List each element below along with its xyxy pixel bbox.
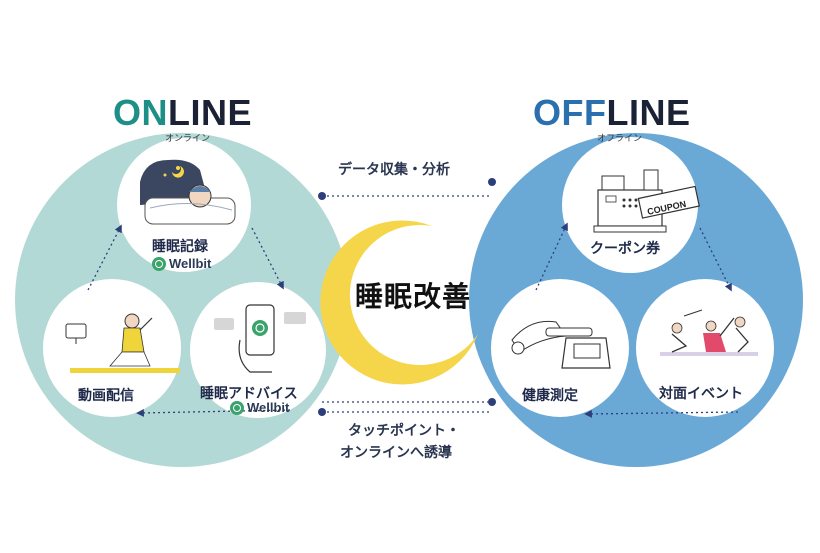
arrow-video-to-record xyxy=(87,224,122,291)
arrow-record-to-advice xyxy=(251,227,284,290)
wellbit-logo-bottom: Wellbit xyxy=(230,400,289,415)
bottom-link-label-2: オンラインへ誘導 xyxy=(340,445,452,461)
event-label: 対面イベント xyxy=(659,386,743,402)
offline-title-line: LINE xyxy=(606,92,691,133)
offline-subtitle: オフライン xyxy=(597,134,643,144)
arrow-event-to-health xyxy=(584,410,739,418)
group-yoga-event-icon xyxy=(660,309,758,356)
register-coupon-icon xyxy=(593,169,700,233)
online-title: ONLINE xyxy=(113,92,252,134)
wellbit-logo-text: Wellbit xyxy=(169,256,212,271)
online-subtitle: オンライン xyxy=(165,134,211,144)
health-label: 健康測定 xyxy=(522,388,578,404)
coupon-label: クーポン券 xyxy=(590,241,660,257)
wellbit-mark-icon xyxy=(152,256,166,271)
bottom-link-label-1: タッチポイント・ xyxy=(348,423,460,439)
offline-title: OFFLINE xyxy=(533,92,691,134)
bottom-connector xyxy=(318,398,496,416)
wellbit-logo-text: Wellbit xyxy=(247,400,290,415)
offline-title-off: OFF xyxy=(533,92,607,133)
advice-label: 睡眠アドバイス xyxy=(200,386,298,402)
arrow-health-to-coupon xyxy=(535,222,568,291)
video-node xyxy=(43,279,181,417)
smartphone-advice-icon xyxy=(214,304,306,373)
top-connector xyxy=(318,178,496,200)
crescent-moon-icon xyxy=(320,220,478,385)
center-title: 睡眠改善 xyxy=(355,280,472,313)
online-title-line: LINE xyxy=(168,92,253,133)
yoga-video-icon xyxy=(65,313,180,373)
wellbit-logo-top: Wellbit xyxy=(152,256,211,271)
arrow-advice-to-video xyxy=(136,409,291,417)
wellbit-mark-icon xyxy=(230,400,244,415)
sleeping-person-icon xyxy=(140,159,236,225)
video-label: 動画配信 xyxy=(78,388,134,404)
top-link-label: データ収集・分析 xyxy=(338,162,450,178)
blood-pressure-monitor-icon xyxy=(511,320,611,369)
event-node xyxy=(636,279,774,417)
sleep-record-label: 睡眠記録 xyxy=(152,239,208,255)
health-node xyxy=(491,279,629,417)
arrow-coupon-to-event xyxy=(699,227,732,292)
online-title-on: ON xyxy=(113,92,168,133)
